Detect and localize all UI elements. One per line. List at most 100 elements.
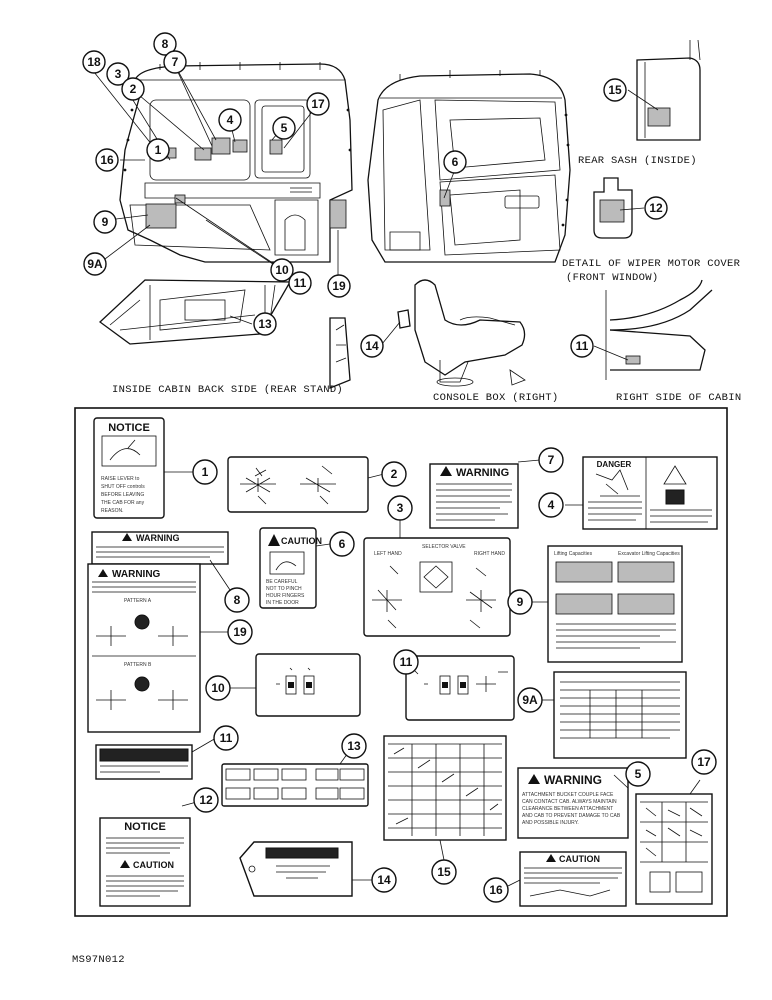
svg-text:CLEARANCE BETWEEN ATTACHMENT: CLEARANCE BETWEEN ATTACHMENT [522,806,613,812]
callout-5: 5 [625,761,651,787]
callout-8-top: 8 [153,32,177,56]
callout-20: 19 [227,619,253,645]
decal-4-danger: DANGER [582,456,718,530]
svg-text:AND POSSIBLE INJURY.: AND POSSIBLE INJURY. [522,820,579,826]
callout-3-top: 3 [106,62,130,86]
caption-back-side: INSIDE CABIN BACK SIDE (REAR STAND) [112,384,343,396]
callout-19-top: 18 [82,50,106,74]
svg-text:LEFT HAND: LEFT HAND [374,551,402,557]
svg-text:ATTACHMENT BUCKET COUPLE FACE: ATTACHMENT BUCKET COUPLE FACE [522,792,614,798]
callout-20-top: 19 [327,274,351,298]
callout-11: 11 [393,649,419,675]
callout-14-top: 13 [253,312,277,336]
decal-17-caution: CAUTION [519,851,627,907]
svg-text:SHUT OFF controls: SHUT OFF controls [101,484,145,490]
svg-text:17: 17 [311,97,325,111]
svg-text:9: 9 [102,215,109,229]
callout-3: 3 [387,495,413,521]
svg-text:9A: 9A [87,257,103,271]
top-callouts: 18 3 2 8 7 4 5 17 1 16 9 9A 10 11 19 6 1… [82,32,668,358]
caption-wiper-1: DETAIL OF WIPER MOTOR COVER [562,258,741,270]
caption-rear-sash: REAR SASH (INSIDE) [578,155,697,167]
figure-code: MS97N012 [72,954,125,966]
callout-12: 11 [213,725,239,751]
svg-text:HOUR FINGERS: HOUR FINGERS [266,593,305,599]
svg-text:REASON.: REASON. [101,508,124,514]
cab-door-right-view [367,70,571,263]
svg-text:14: 14 [365,339,379,353]
callout-9a-top: 9A [83,252,107,276]
svg-text:NOTICE: NOTICE [108,422,150,434]
callout-13-top: 12 [644,196,668,220]
decal-14-button-labels [221,763,369,807]
cab-interior-left-view [119,62,353,263]
decal-1-notice: NOTICE RAISE LEVER to SHUT OFF controls … [93,417,165,519]
console-box-right [329,279,526,389]
svg-text:4: 4 [548,498,555,512]
svg-text:14: 14 [377,873,391,887]
rear-sash-view [636,39,701,141]
svg-text:13: 13 [347,739,361,753]
svg-text:SELECTOR VALVE: SELECTOR VALVE [422,544,466,550]
callout-15-top: 14 [360,334,384,358]
svg-text:19: 19 [332,279,346,293]
decal-12-label-strip [95,744,193,780]
decal-9a-lifting-table [553,671,687,759]
svg-text:15: 15 [608,83,622,97]
svg-text:13: 13 [258,317,272,331]
decal-20-warning-pattern: WARNING PATTERN A PATTERN B [87,563,201,733]
callout-7: 7 [538,447,564,473]
decal-16-operation-chart [383,735,507,841]
svg-text:1: 1 [155,143,162,157]
callout-6: 6 [329,531,355,557]
svg-text:8: 8 [234,593,241,607]
callout-15: 14 [371,867,397,893]
callout-11-top: 11 [288,271,312,295]
svg-text:IN THE DOOR: IN THE DOOR [266,600,299,606]
svg-text:3: 3 [397,501,404,515]
cabin-right-side [605,279,713,380]
callout-12-top: 11 [570,334,594,358]
svg-text:PATTERN B: PATTERN B [124,662,152,668]
svg-text:3: 3 [115,67,122,81]
rear-stand-panel [98,279,292,345]
decal-11-switch-panel [405,655,515,721]
callout-14: 13 [341,733,367,759]
svg-text:BEFORE LEAVING: BEFORE LEAVING [101,492,144,498]
svg-text:1: 1 [202,465,209,479]
svg-text:2: 2 [130,82,137,96]
callout-2: 2 [381,461,407,487]
caption-right-side: RIGHT SIDE OF CABIN [616,392,741,404]
svg-text:AND CAB TO PREVENT DAMAGE TO C: AND CAB TO PREVENT DAMAGE TO CAB [522,813,621,819]
callout-10-top: 10 [270,258,294,282]
caption-wiper-2: (FRONT WINDOW) [566,272,658,284]
svg-text:6: 6 [339,537,346,551]
svg-text:12: 12 [649,201,663,215]
caption-console: CONSOLE BOX (RIGHT) [433,392,558,404]
svg-text:11: 11 [220,731,233,745]
svg-text:Lifting Capacities: Lifting Capacities [554,551,593,557]
svg-text:11: 11 [400,655,413,669]
svg-text:RIGHT HAND: RIGHT HAND [474,551,505,557]
decal-15-notice-tag [239,841,353,897]
wiper-motor-cover [593,177,633,239]
bottom-callouts: 1 2 7 4 6 3 8 19 9 10 11 9A 11 13 5 17 1… [192,447,717,903]
callout-4-top: 4 [218,108,242,132]
decal-10-switch-panel [255,653,361,717]
decal-3-selector-valve: LEFT HAND SELECTOR VALVE RIGHT HAND [363,537,511,637]
callout-10: 10 [205,675,231,701]
svg-text:4: 4 [227,113,234,127]
callout-16: 15 [431,859,457,885]
svg-text:THE CAB FOR any: THE CAB FOR any [101,500,145,506]
callout-17-top: 16 [95,148,119,172]
decal-13-notice-caution: NOTICE CAUTION [99,817,191,907]
svg-text:16: 16 [489,883,503,897]
callout-2-top: 2 [121,77,145,101]
svg-text:9: 9 [517,595,524,609]
decal-5-warning: WARNING ATTACHMENT BUCKET COUPLE FACE CA… [517,767,629,839]
svg-text:5: 5 [635,767,642,781]
svg-text:DANGER: DANGER [597,460,632,469]
svg-text:RAISE LEVER to: RAISE LEVER to [101,476,140,482]
svg-text:19: 19 [233,625,247,639]
decal-18-grid-chart [635,793,713,905]
